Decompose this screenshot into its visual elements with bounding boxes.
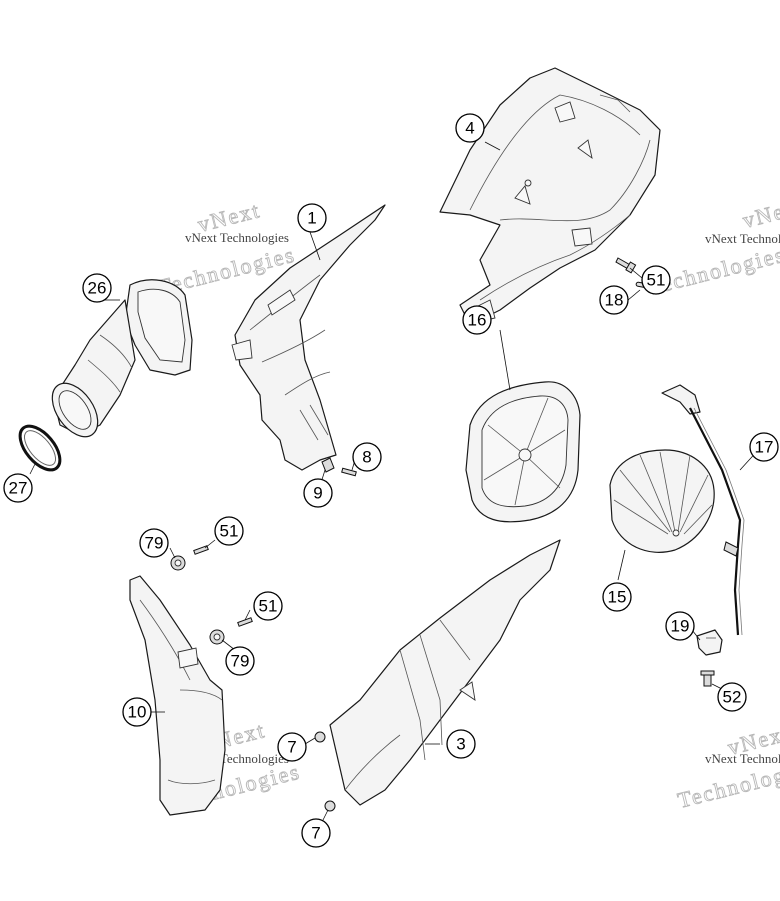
part-side-panel-right <box>329 539 561 806</box>
callout-17: 17 <box>749 432 779 462</box>
svg-text:51: 51 <box>220 522 239 541</box>
svg-text:27: 27 <box>9 479 28 498</box>
svg-text:17: 17 <box>755 438 774 457</box>
callout-3: 3 <box>446 729 476 759</box>
watermark-group-4: vNext vNext Technologies Technologies <box>675 720 780 814</box>
callout-79-lower: 79 <box>225 646 255 676</box>
part-side-cover <box>231 204 386 471</box>
callout-18: 18 <box>599 285 629 315</box>
watermark-text-2: vNext Technologies <box>705 231 780 246</box>
callout-79-top: 79 <box>139 528 169 558</box>
svg-text:10: 10 <box>128 703 147 722</box>
svg-text:26: 26 <box>88 279 107 298</box>
svg-text:7: 7 <box>287 738 296 757</box>
callout-4: 4 <box>455 113 485 143</box>
bolt-51-top <box>615 257 637 274</box>
hardware-8-9 <box>321 457 357 477</box>
callout-51-top: 51 <box>641 265 671 295</box>
leader-lines <box>29 141 761 823</box>
callout-8: 8 <box>352 442 382 472</box>
svg-text:15: 15 <box>608 588 627 607</box>
svg-text:4: 4 <box>465 119 474 138</box>
svg-text:8: 8 <box>362 448 371 467</box>
svg-text:18: 18 <box>605 291 624 310</box>
svg-text:7: 7 <box>311 824 320 843</box>
svg-text:1: 1 <box>307 209 316 228</box>
svg-text:52: 52 <box>723 688 742 707</box>
svg-text:9: 9 <box>313 484 322 503</box>
washers-79 <box>170 555 225 645</box>
callout-51-middle: 51 <box>214 516 244 546</box>
svg-text:51: 51 <box>647 271 666 290</box>
nuts-7 <box>314 731 336 812</box>
svg-text:19: 19 <box>671 617 690 636</box>
callout-9: 9 <box>303 478 333 508</box>
callout-10: 10 <box>122 697 152 727</box>
part-filter-holder-rod <box>661 384 745 636</box>
part-clip-19 <box>696 629 723 656</box>
bolts-51-left <box>193 545 253 627</box>
callout-19: 19 <box>665 611 695 641</box>
svg-text:79: 79 <box>231 652 250 671</box>
callout-15: 15 <box>602 582 632 612</box>
part-filter-cage <box>465 381 581 523</box>
watermark-vnext-outline-2: vNext <box>740 193 780 233</box>
svg-text:16: 16 <box>468 311 487 330</box>
svg-text:79: 79 <box>145 534 164 553</box>
callout-1: 1 <box>297 203 327 233</box>
callout-7-bottom: 7 <box>301 818 331 848</box>
svg-text:51: 51 <box>259 597 278 616</box>
watermark-text-4: vNext Technologies <box>705 751 780 766</box>
screw-52 <box>700 670 715 687</box>
part-airbox-housing <box>439 67 661 326</box>
part-air-filter <box>609 449 715 553</box>
callout-52: 52 <box>717 682 747 712</box>
svg-text:3: 3 <box>456 735 465 754</box>
callout-27: 27 <box>3 473 33 503</box>
part-number-plate <box>129 575 226 816</box>
part-hose-clamp <box>18 424 62 472</box>
callout-26: 26 <box>82 273 112 303</box>
callout-16: 16 <box>462 305 492 335</box>
watermark-text-1: vNext Technologies <box>185 230 289 245</box>
part-intake-boot <box>51 279 193 438</box>
callout-7-top: 7 <box>277 732 307 762</box>
callout-51-lower: 51 <box>253 591 283 621</box>
